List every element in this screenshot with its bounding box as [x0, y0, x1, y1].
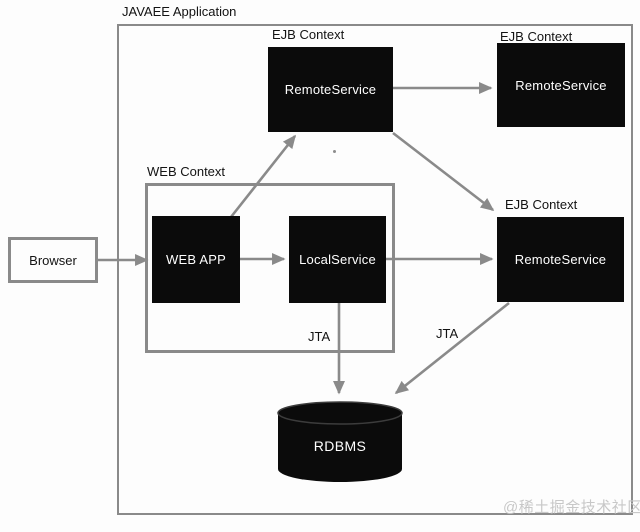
remote-service-top-node: RemoteService — [268, 47, 393, 132]
javaee-application-frame — [117, 24, 633, 515]
local-service-node: LocalService — [289, 216, 386, 303]
watermark: @稀土掘金技术社区 — [503, 499, 640, 516]
ejb-context-midright-label: EJB Context — [505, 197, 578, 212]
remote-service-topright-node: RemoteService — [497, 43, 625, 127]
local-service-label: LocalService — [299, 252, 376, 267]
small-dot — [333, 150, 336, 153]
browser-box: Browser — [8, 237, 98, 283]
web-context-label: WEB Context — [147, 164, 226, 179]
remote-service-top-label: RemoteService — [284, 82, 377, 97]
rdbms-label: RDBMS — [313, 438, 367, 454]
diagram-title: JAVAEE Application — [122, 4, 237, 19]
ejb-context-topright-label: EJB Context — [500, 29, 573, 44]
remote-service-midright-node: RemoteService — [497, 217, 624, 302]
web-app-label: WEB APP — [166, 252, 226, 267]
browser-label: Browser — [29, 252, 77, 268]
remote-service-topright-label: RemoteService — [515, 77, 607, 93]
web-context-frame — [145, 183, 395, 353]
ejb-context-top-label: EJB Context — [272, 27, 345, 42]
jta-left-label: JTA — [308, 329, 331, 344]
jta-right-label: JTA — [436, 326, 459, 341]
remote-service-midright-label: RemoteService — [514, 252, 607, 267]
web-app-node: WEB APP — [152, 216, 240, 303]
